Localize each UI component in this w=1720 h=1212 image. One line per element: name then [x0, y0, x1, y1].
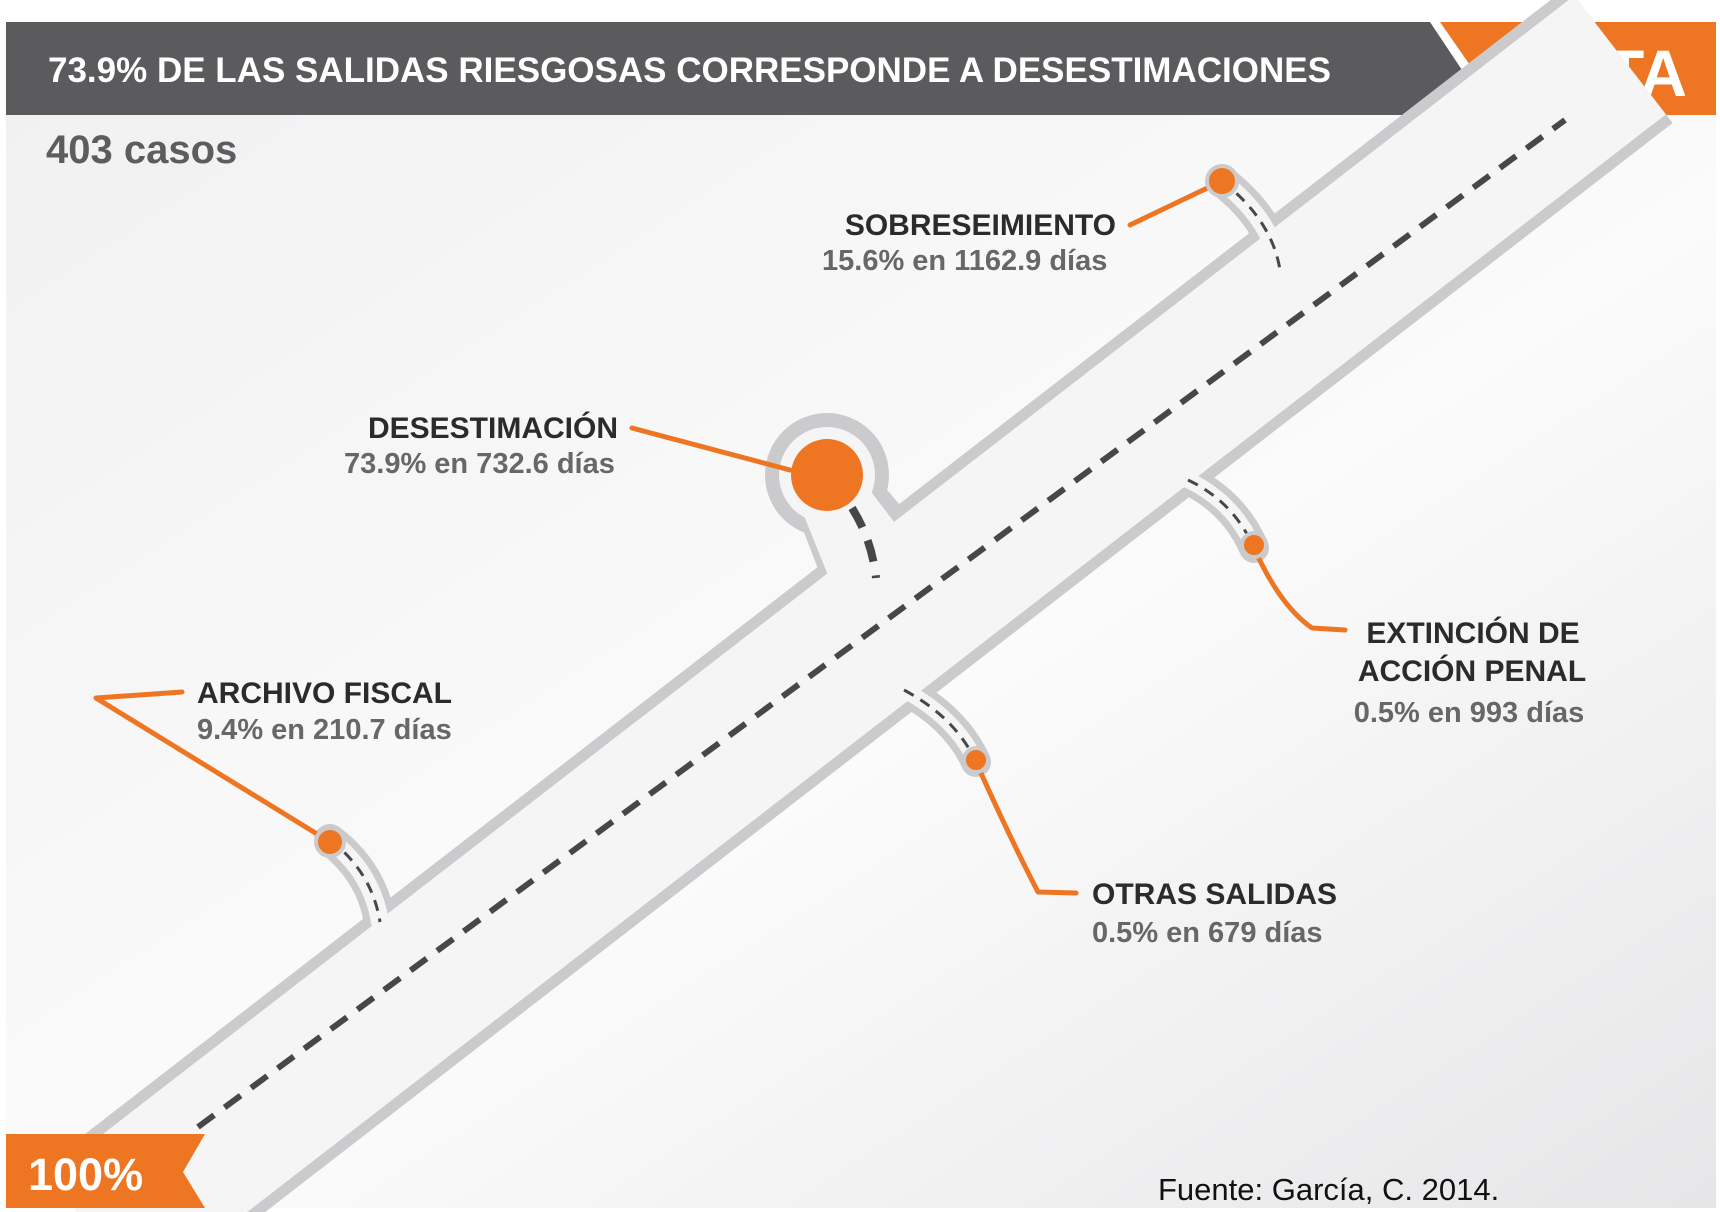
source-citation: Fuente: García, C. 2014. — [1158, 1172, 1499, 1207]
otras-marker — [962, 746, 990, 774]
case-count: 403 casos — [46, 128, 237, 172]
sobreseimiento-detail: 15.6% en 1162.9 días — [822, 245, 1107, 277]
extincion-detail: 0.5% en 993 días — [1354, 697, 1585, 729]
archivo-leader — [93, 689, 333, 845]
extincion-leader — [1251, 545, 1348, 633]
archivo-marker — [314, 826, 346, 858]
sobreseimiento-branch-dash — [1221, 179, 1282, 271]
extincion-branch-dash — [1187, 478, 1256, 549]
desestimacion-leader — [629, 425, 793, 473]
start-label: 100% — [28, 1149, 143, 1200]
otras-leader — [973, 759, 1079, 896]
title-bar — [6, 22, 1462, 115]
exit-labels: SOBRESEIMIENTO 15.6% en 1162.9 días DESE… — [197, 209, 1586, 949]
start-flag: 100% — [6, 1134, 205, 1208]
sobreseimiento-title: SOBRESEIMIENTO — [845, 209, 1116, 242]
start-flag-shape — [6, 1134, 205, 1208]
extincion-title-line-2: ACCIÓN PENAL — [1358, 654, 1586, 688]
road-surface — [49, 0, 1666, 1212]
archivo-detail: 9.4% en 210.7 días — [197, 714, 452, 746]
extincion-title-line-1: EXTINCIÓN DE — [1366, 616, 1579, 650]
road-centerline — [196, 117, 1567, 1130]
desestimacion-marker — [791, 439, 863, 511]
exit-markers — [314, 164, 1268, 858]
leader-lines — [93, 178, 1348, 896]
banner-title: 73.9% DE LAS SALIDAS RIESGOSAS CORRESPON… — [48, 51, 1331, 90]
extincion-marker — [1240, 531, 1268, 559]
otras-title: OTRAS SALIDAS — [1092, 878, 1337, 911]
sobreseimiento-marker — [1205, 164, 1239, 198]
otras-detail: 0.5% en 679 días — [1092, 917, 1323, 949]
desestimacion-branch-dash — [848, 505, 880, 579]
desestimacion-detail: 73.9% en 732.6 días — [344, 448, 615, 480]
desestimacion-title: DESESTIMACIÓN — [368, 411, 618, 445]
archivo-title: ARCHIVO FISCAL — [197, 677, 452, 710]
